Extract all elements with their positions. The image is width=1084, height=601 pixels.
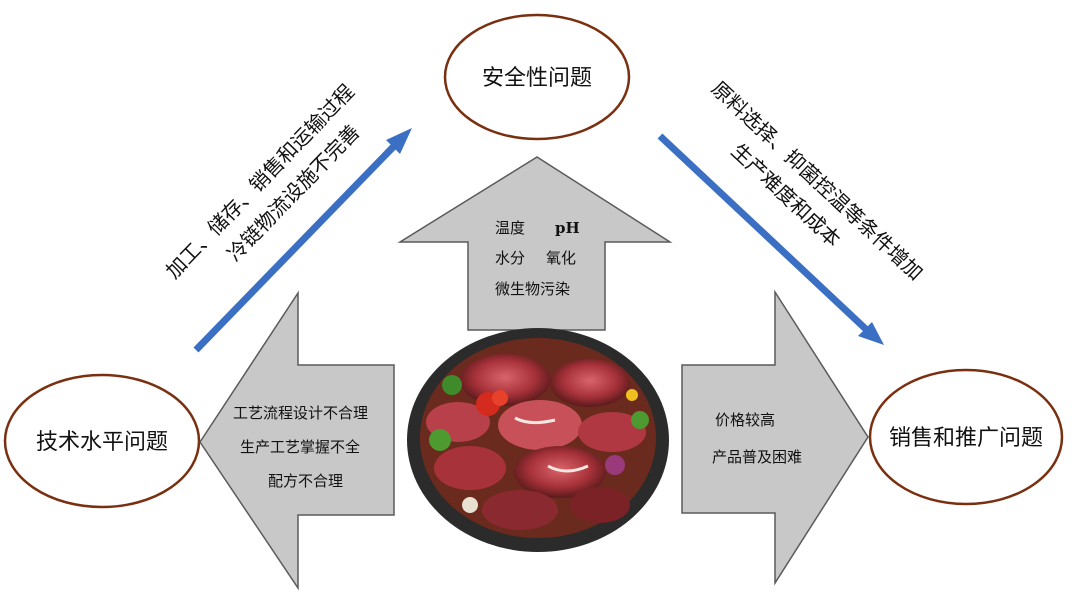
meat-platter-image bbox=[407, 328, 669, 552]
arrow-up-text-oxidation: 氧化 bbox=[546, 249, 576, 267]
node-technology: 技术水平问题 bbox=[3, 373, 201, 509]
diagonal-arrow-left bbox=[193, 128, 412, 353]
arrow-up-text-moisture: 水分 bbox=[495, 249, 525, 267]
arrow-left-text-2: 生产工艺掌握不全 bbox=[240, 438, 360, 456]
node-technology-label: 技术水平问题 bbox=[36, 430, 168, 455]
diagonal-left-line1: 加工、储存、销售和运输过程 bbox=[161, 80, 359, 284]
diagonal-arrow-right bbox=[657, 133, 884, 345]
diagonal-right-line1: 原料选择、抑菌控温等条件增加 bbox=[707, 76, 928, 285]
arrow-up-text-ph: pH bbox=[555, 219, 580, 237]
arrow-left: 工艺流程设计不合理 生产工艺掌握不全 配方不合理 bbox=[199, 290, 395, 591]
node-sales: 销售和推广问题 bbox=[868, 368, 1064, 506]
arrow-up: 温度 pH 水分 氧化 微生物污染 bbox=[397, 156, 673, 331]
arrow-right: 价格较高 产品普及困难 bbox=[681, 289, 869, 586]
arrow-right-text-2: 产品普及困难 bbox=[712, 448, 802, 466]
arrow-left-text-3: 配方不合理 bbox=[268, 472, 343, 490]
arrow-up-text-microbes: 微生物污染 bbox=[495, 280, 570, 298]
arrow-right-text-1: 价格较高 bbox=[715, 411, 775, 429]
node-safety-label: 安全性问题 bbox=[482, 66, 592, 91]
arrow-up-text-temperature: 温度 bbox=[495, 219, 525, 237]
node-sales-label: 销售和推广问题 bbox=[889, 426, 1043, 451]
arrow-left-text-1: 工艺流程设计不合理 bbox=[233, 404, 368, 422]
node-safety: 安全性问题 bbox=[443, 13, 631, 141]
